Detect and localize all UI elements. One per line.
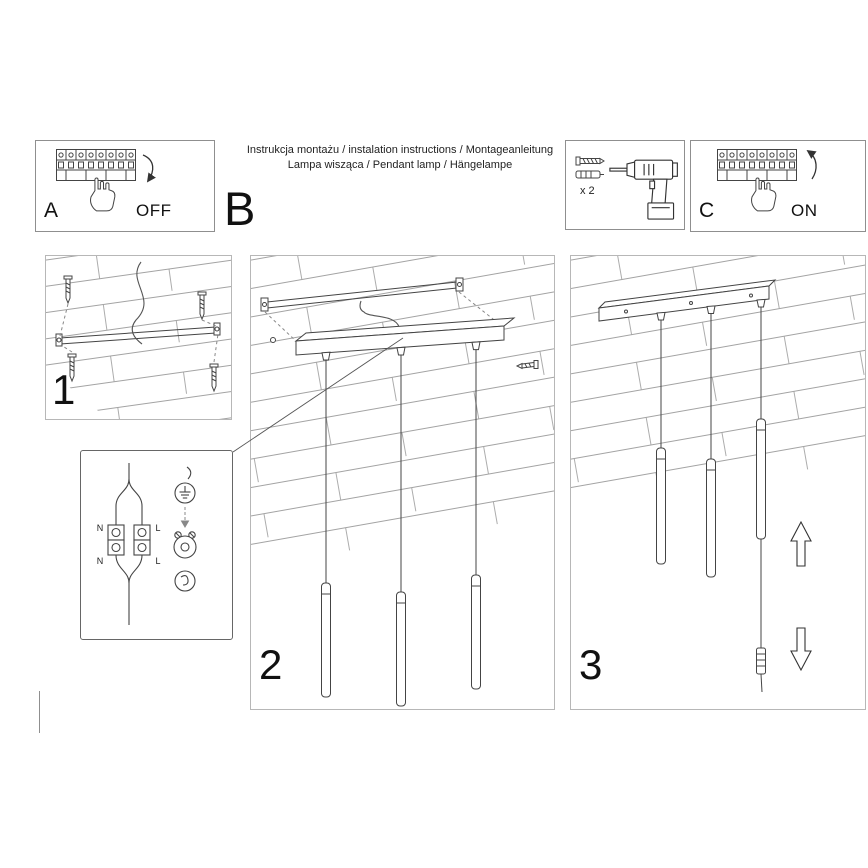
arrow-down-icon bbox=[142, 154, 156, 183]
tools-box: x 2 bbox=[565, 140, 685, 230]
mounting-hole bbox=[270, 337, 276, 343]
wiring-detail-illustration: N L N L bbox=[97, 463, 197, 625]
drill-icon bbox=[609, 159, 678, 220]
step-1-number: 1 bbox=[52, 366, 76, 413]
pendant-tube bbox=[756, 298, 766, 540]
alignment-guides bbox=[59, 303, 219, 363]
wiring-detail-box: N L N L bbox=[80, 450, 233, 640]
terminal-block-icon bbox=[56, 149, 136, 181]
mounting-bracket bbox=[55, 322, 221, 347]
arrow-down-icon bbox=[180, 507, 190, 528]
step-c-label: C bbox=[699, 199, 715, 222]
hand-icon bbox=[751, 177, 777, 212]
terminal-block-icon bbox=[717, 149, 797, 181]
step-a-label: A bbox=[44, 199, 59, 222]
power-off-label: OFF bbox=[136, 201, 172, 220]
step-1-illustration bbox=[46, 256, 231, 419]
screw-count-label: x 2 bbox=[580, 185, 595, 197]
screw-icon bbox=[575, 156, 605, 166]
screw-icon bbox=[63, 275, 73, 305]
cable-loop-icon bbox=[174, 570, 196, 592]
step-2-number: 2 bbox=[259, 641, 283, 688]
step-2-panel: 2 bbox=[250, 255, 555, 710]
terminal-label-n-top: N bbox=[97, 523, 104, 533]
step-3-illustration bbox=[571, 256, 865, 693]
screw-icon bbox=[67, 353, 77, 383]
cable-lock bbox=[756, 539, 766, 693]
alignment-guides bbox=[264, 291, 504, 343]
tools-illustration bbox=[575, 156, 678, 220]
title-line-1: Instrukcja montażu / instalation instruc… bbox=[246, 144, 554, 156]
height-adjust-arrows bbox=[790, 520, 812, 672]
arrow-up-icon bbox=[806, 149, 817, 180]
ceiling-planks bbox=[251, 256, 554, 568]
terminal-label-l-top: L bbox=[155, 523, 160, 533]
canopy bbox=[597, 279, 777, 322]
terminal-label-l-bottom: L bbox=[155, 556, 160, 566]
power-cable bbox=[131, 261, 145, 345]
strain-relief-icon bbox=[173, 531, 197, 559]
power-on-label: ON bbox=[791, 201, 818, 220]
sheet-title: Instrukcja montażu / instalation instruc… bbox=[240, 143, 560, 173]
pendant-tube bbox=[471, 341, 481, 690]
wiring-diagram bbox=[107, 463, 151, 625]
terminal-label-n-bottom: N bbox=[97, 556, 104, 566]
pendant-tube bbox=[706, 305, 716, 578]
fold-mark bbox=[39, 691, 40, 733]
step-3-number: 3 bbox=[579, 641, 603, 688]
power-cable bbox=[359, 300, 400, 328]
step-3-panel: 3 bbox=[570, 255, 866, 710]
power-off-illustration bbox=[56, 149, 156, 212]
pendant-tube bbox=[656, 311, 666, 565]
step-c-box: C ON bbox=[690, 140, 866, 232]
screw-icon bbox=[515, 360, 539, 370]
step-a-box: A OFF bbox=[35, 140, 215, 232]
wall-plug-icon bbox=[575, 170, 604, 179]
step-b-label: B bbox=[224, 182, 256, 235]
screw-icon bbox=[209, 363, 219, 393]
mounting-bracket bbox=[260, 277, 464, 312]
ground-symbol-icon bbox=[174, 466, 196, 504]
step-2-illustration bbox=[251, 256, 554, 707]
step-1-panel: 1 bbox=[45, 255, 232, 420]
title-line-2: Lampa wisząca / Pendant lamp / Hängelamp… bbox=[287, 159, 513, 171]
hand-icon bbox=[90, 177, 116, 212]
screw-icon bbox=[197, 291, 207, 321]
power-on-illustration bbox=[717, 149, 817, 212]
